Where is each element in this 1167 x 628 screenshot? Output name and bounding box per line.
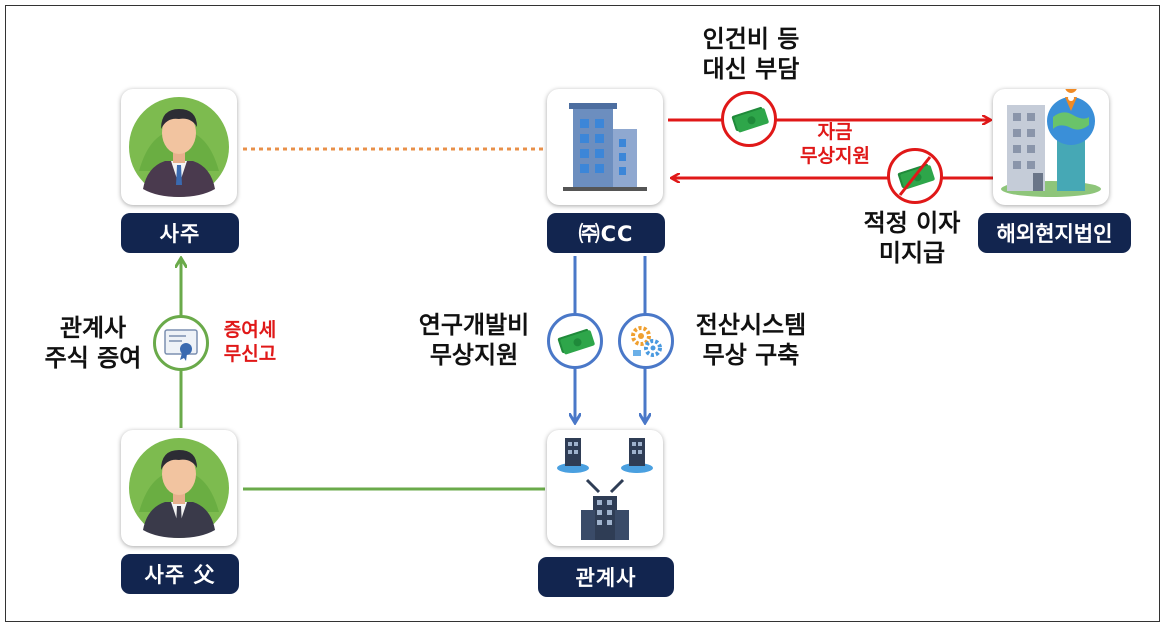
owner-label: 사주	[121, 213, 239, 253]
gift-tax-text: 증여세 무신고	[223, 319, 277, 365]
father-card	[121, 430, 237, 546]
labor-cost-text: 인건비 등 대신 부담	[702, 25, 800, 83]
it-system-text: 전산시스템 무상 구축	[695, 311, 807, 369]
affiliate-label: 관계사	[538, 557, 674, 597]
fund-support-text: 자금 무상지원	[800, 121, 870, 167]
stock-gift-text: 관계사 주식 증여	[44, 314, 142, 372]
rnd-support-text: 연구개발비 무상지원	[418, 311, 530, 369]
affiliate-network-icon	[557, 438, 653, 540]
overseas-label: 해외현지법인	[978, 213, 1131, 253]
gear-icon	[618, 313, 674, 369]
company-label: ㈜CC	[547, 213, 665, 253]
company-card	[547, 89, 663, 205]
no-money-icon	[887, 148, 943, 204]
businessman-icon	[129, 97, 229, 197]
overseas-building-globe-icon	[1001, 89, 1101, 197]
rnd-money-icon	[547, 313, 603, 369]
interest-unpaid-text: 적정 이자 미지급	[863, 209, 961, 267]
overseas-card	[993, 89, 1109, 205]
owner-card	[121, 89, 237, 205]
affiliate-card	[547, 430, 663, 546]
businessman-icon	[129, 438, 229, 538]
stock-certificate-icon	[153, 315, 209, 371]
father-label: 사주 父	[121, 554, 239, 594]
diagram-frame	[5, 5, 1160, 622]
money-support-icon	[721, 91, 777, 147]
office-building-icon	[563, 103, 647, 191]
